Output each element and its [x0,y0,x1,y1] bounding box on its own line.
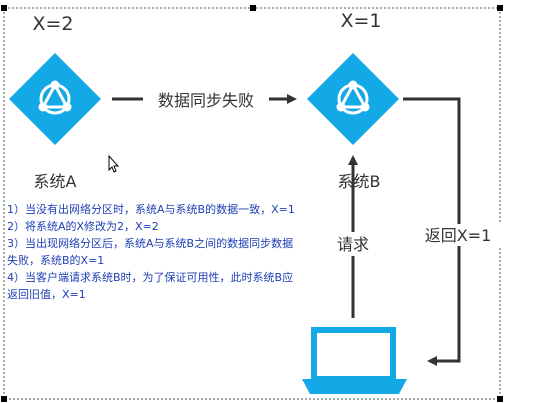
sync-arrow: 数据同步失败 [112,88,297,110]
note-step-2: 2）将系统A的X修改为2，X=2 [7,220,159,234]
note-step-1: 1）当没有出网络分区时，系统A与系统B的数据一致，X=1 [7,203,295,216]
request-label: 请求 [337,235,369,254]
return-label: 返回X=1 [425,226,492,245]
frame-handle-bottom-left[interactable] [1,396,7,402]
frame-handle-top-left[interactable] [1,5,7,11]
node-b: X=1 系统B [307,10,399,191]
note-step-3: 3）当出现网络分区后，系统A与系统B之间的数据同步数据失败，系统B的X=1 [7,237,294,268]
note-step-4: 4）当客户端请求系统B时，为了保证可用性，此时系统B应返回旧值，X=1 [7,271,294,302]
node-a-state-label: X=2 [32,13,73,35]
frame-handle-top-right[interactable] [497,5,503,11]
laptop-icon [302,327,407,394]
frame-handle-bottom-right[interactable] [497,396,503,402]
sync-failed-label: 数据同步失败 [158,91,254,110]
mouse-cursor-icon [108,154,120,173]
explanation-notes: 1）当没有出网络分区时，系统A与系统B的数据一致，X=1 2）将系统A的X修改为… [7,201,299,303]
hub-network-icon [307,53,399,145]
selection-frame[interactable] [1,5,503,402]
node-b-state-label: X=1 [340,10,381,32]
frame-handle-top-center[interactable] [250,5,256,11]
node-b-name-label: 系统B [338,172,381,191]
return-arrow: 返回X=1 [403,97,503,366]
request-arrow: 请求 [325,155,383,318]
node-a: X=2 系统A [9,13,101,191]
hub-network-icon [9,53,101,145]
node-a-name-label: 系统A [34,172,77,191]
